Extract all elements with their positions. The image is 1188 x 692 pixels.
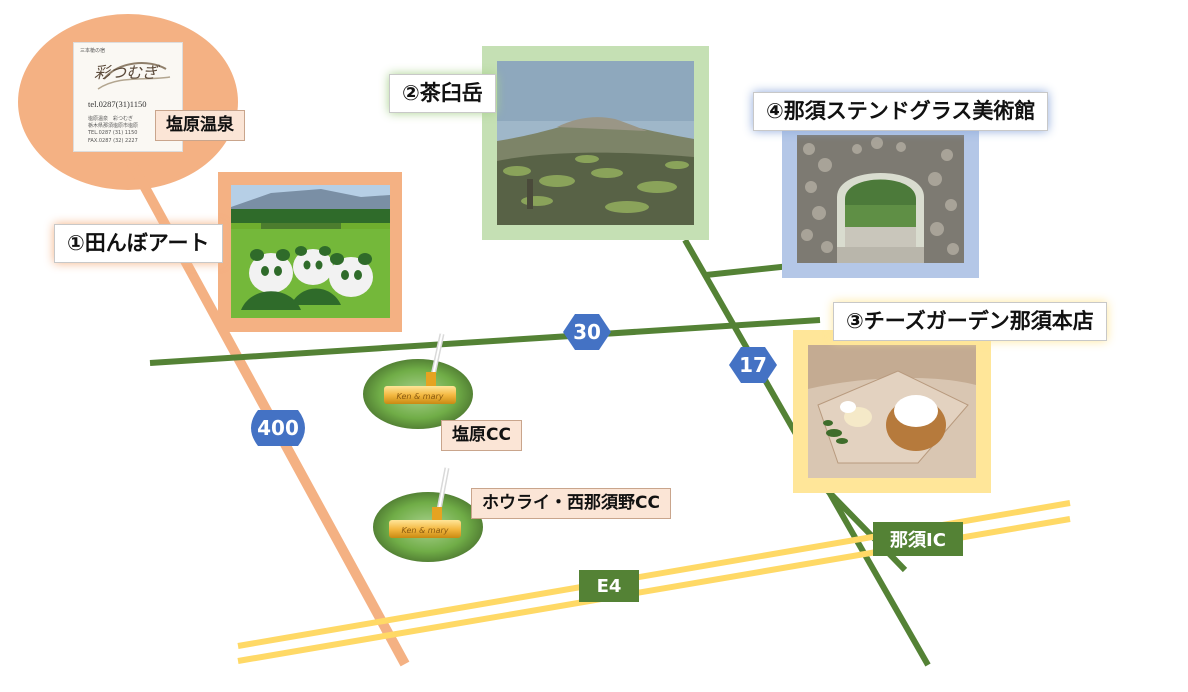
card-logo-swash <box>97 62 171 90</box>
ic-access-road <box>822 485 908 573</box>
spot-label-chausu: ②茶臼岳 <box>389 74 496 113</box>
ball-text-hourai: Ken & mary <box>402 526 449 535</box>
putter-icon-shiobara <box>384 333 456 404</box>
spot-label-cheese: ③チーズガーデン那須本店 <box>833 302 1107 341</box>
chausu-image <box>497 61 694 225</box>
nasu-ic-label: 那須IC <box>873 522 963 556</box>
route-30-shield-shape <box>563 314 611 350</box>
route-400-shield-shape <box>251 410 305 446</box>
putter-icon-hourai <box>389 467 461 538</box>
onsen-label: 塩原温泉 <box>155 110 245 141</box>
branch-road <box>705 263 791 278</box>
card-phone: tel.0287(31)1150 <box>88 99 147 109</box>
card-logo-text: 彩つむぎ <box>94 63 159 82</box>
spot-label-stained: ④那須ステンドグラス美術館 <box>753 92 1049 131</box>
stained-photo <box>797 135 964 263</box>
card-header-text: 三本槍の宿 <box>80 48 106 54</box>
route-17-shield: 17 <box>739 353 767 377</box>
cheese-photo <box>808 345 976 478</box>
tanbo-image <box>231 185 390 318</box>
card-line-3: TEL.0287 (31) 1150 <box>88 130 138 136</box>
spot-label-tanbo: ①田んぼアート <box>54 224 223 263</box>
card-line-2: 栃木県那須塩原市塩原 <box>88 123 139 129</box>
chausu-photo <box>497 61 694 225</box>
golf-label-shiobara: 塩原CC <box>441 420 522 451</box>
card-line-1: 塩原温泉 彩つむぎ <box>88 116 134 122</box>
route-30-shield: 30 <box>573 320 601 344</box>
route-30-road <box>149 317 821 366</box>
route-400-shield: 400 <box>257 416 299 440</box>
tanbo-photo <box>231 185 390 318</box>
stained-image <box>797 135 964 263</box>
ball-text-shiobara: Ken & mary <box>397 392 444 401</box>
cheese-image <box>808 345 976 478</box>
e4-label: E4 <box>579 570 639 602</box>
golf-label-hourai: ホウライ・西那須野CC <box>471 488 671 519</box>
route-17-shield-shape <box>729 347 777 383</box>
card-line-4: FAX.0287 (32) 2227 <box>88 138 138 144</box>
